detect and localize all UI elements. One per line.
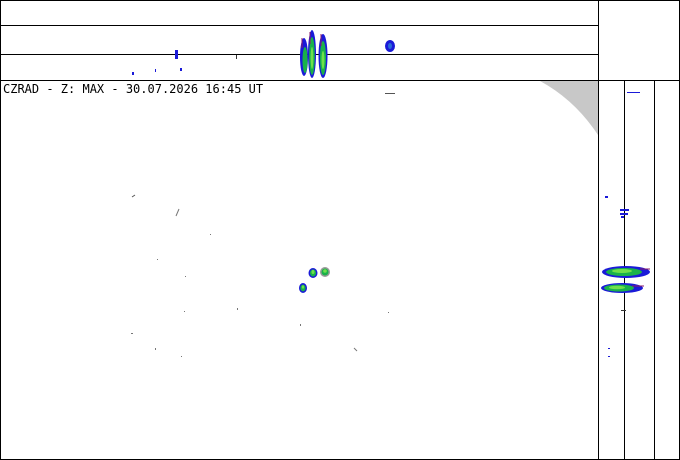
plan-speck: [210, 234, 211, 235]
side-echo-speck: [605, 196, 608, 198]
top-echo-cell-core: [388, 43, 392, 49]
out-of-range-area: [540, 81, 598, 135]
plan-echo-cells: [299, 267, 330, 293]
plan-speck: [185, 276, 186, 277]
plan-speck: [131, 333, 133, 334]
plan-speck: [300, 324, 301, 326]
plan-speck: [155, 348, 156, 350]
top-echo-speck: [155, 69, 156, 72]
side-echo-speck: [608, 348, 610, 349]
plan-speck: [181, 356, 182, 357]
side-echo-speck: [620, 209, 629, 211]
plan-speck: [131, 194, 136, 198]
plan-echo-cell-light: [323, 269, 327, 273]
side-echo-speck: [620, 213, 628, 215]
plan-echo-cell-light: [311, 270, 315, 274]
side-echo-speck: [608, 356, 610, 357]
top-projection-frame: [0, 0, 599, 81]
top-echo-columns: [300, 30, 328, 78]
plan-speck: [237, 308, 238, 310]
top-echo-speck: [132, 72, 134, 75]
side-echo-band-light: [609, 285, 625, 290]
top-echo-column-light: [310, 47, 314, 69]
main-plan-frame: [0, 80, 599, 460]
plan-speck: [388, 312, 389, 313]
corner-panel: [598, 0, 680, 81]
top-echo-column-light: [321, 51, 325, 69]
top-echo-speck: [180, 68, 182, 71]
side-echo-band-light: [612, 269, 632, 273]
top-projection-panel: [0, 0, 599, 81]
plan-speck: [157, 259, 158, 260]
top-echo-speck: [236, 55, 237, 59]
product-title: CZRAD - Z: MAX - 30.07.2026 16:45 UT: [3, 82, 264, 96]
plan-speck: [184, 311, 185, 312]
top-echo-column-core: [302, 47, 308, 73]
side-echo-speck: [621, 216, 624, 218]
side-projection-panel: [598, 80, 680, 460]
plan-speck: [353, 347, 358, 352]
plan-speck: [175, 208, 180, 217]
plan-echo-cell-light: [301, 285, 305, 289]
top-echo-speck: [175, 50, 178, 59]
plan-specks: [131, 194, 389, 357]
main-plan-view: [0, 80, 599, 460]
